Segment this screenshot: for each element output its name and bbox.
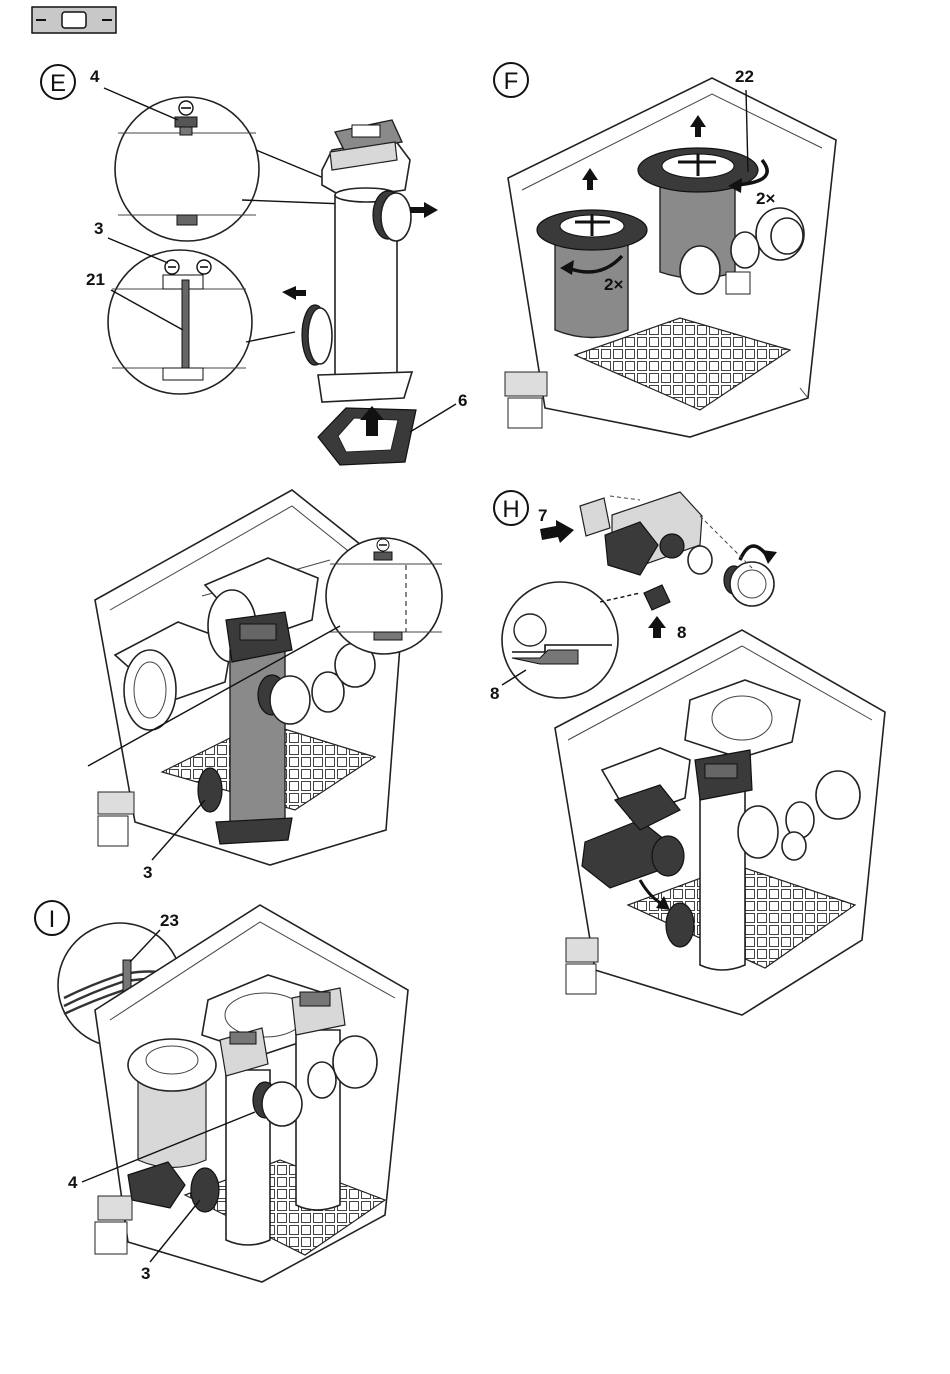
- tube-h: [695, 750, 752, 970]
- callout-3-g: 3: [143, 863, 152, 882]
- lower-side-collar: [302, 305, 332, 365]
- panel-f: F: [494, 63, 836, 437]
- callout-2x-left: 2×: [604, 275, 623, 294]
- header-device-icon: [32, 7, 116, 33]
- step-label-i: I: [49, 906, 56, 933]
- callout-22: 22: [735, 67, 754, 86]
- callout-23: 23: [160, 911, 179, 930]
- push-arrow-lower: [282, 286, 306, 300]
- callout-4: 4: [90, 67, 100, 86]
- panel-i: I 23: [35, 901, 408, 1283]
- o-ring: [688, 546, 712, 574]
- callout-7: 7: [538, 506, 547, 525]
- step-label-e: E: [50, 70, 66, 97]
- uv-clarifier-head: [322, 120, 410, 198]
- detail-circle-g: [326, 538, 442, 654]
- callout-6: 6: [458, 391, 467, 410]
- upper-side-port: [373, 191, 411, 241]
- callout-4-i: 4: [68, 1173, 78, 1192]
- callout-21: 21: [86, 270, 105, 289]
- detail-circle-screw-4: [115, 97, 259, 241]
- callout-3: 3: [94, 219, 103, 238]
- tube-i-left: [220, 1028, 270, 1245]
- union-nut: [724, 562, 774, 606]
- lower-collar-g: [198, 768, 222, 812]
- panel-g: 3: [88, 490, 442, 882]
- push-arrow-8: [648, 616, 666, 638]
- push-arrow-upper: [410, 202, 438, 218]
- panel-e: E: [41, 65, 467, 465]
- pump-cover-7: [580, 498, 610, 536]
- callout-8: 8: [677, 623, 686, 642]
- callout-8-detail: 8: [490, 684, 499, 703]
- clip-8: [644, 585, 670, 610]
- detail-circle-clip: [502, 582, 618, 698]
- panel-h: H 7 8 8: [490, 491, 885, 1015]
- callout-2x-right: 2×: [756, 189, 775, 208]
- step-label-f: F: [504, 68, 519, 95]
- callout-3-i: 3: [141, 1264, 150, 1283]
- step-label-h: H: [502, 496, 519, 523]
- detail-circle-screws-3: [108, 250, 252, 394]
- filter-cartridge-i: [128, 1039, 216, 1168]
